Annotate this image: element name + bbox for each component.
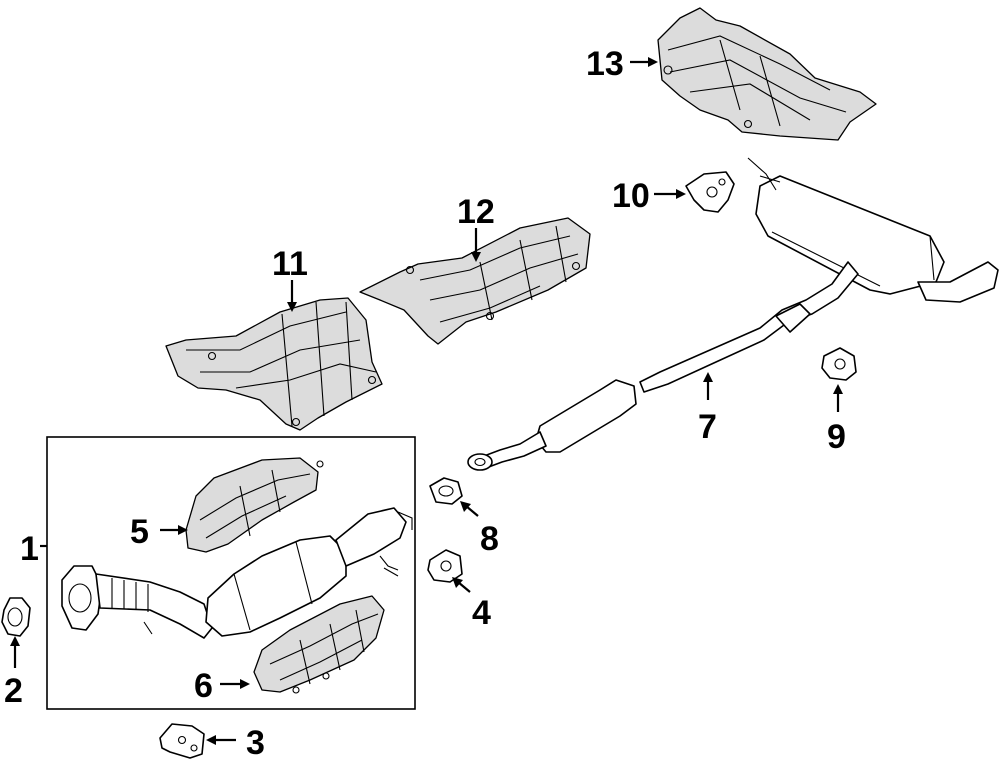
callout-4: 4 bbox=[472, 594, 491, 632]
callout-5: 5 bbox=[130, 513, 149, 551]
callout-3: 3 bbox=[246, 724, 265, 762]
callout-13: 13 bbox=[586, 45, 624, 83]
bracket-part-3[interactable] bbox=[159, 723, 205, 759]
callout-9: 9 bbox=[827, 418, 846, 456]
rubber-hanger-part-4[interactable] bbox=[427, 549, 463, 583]
gasket-part-2[interactable] bbox=[1, 597, 31, 637]
callout-1: 1 bbox=[20, 530, 39, 568]
callout-8: 8 bbox=[480, 520, 499, 558]
callout-2: 2 bbox=[4, 672, 23, 710]
hanger-bracket-part-10[interactable] bbox=[685, 171, 735, 213]
callout-7: 7 bbox=[698, 408, 717, 446]
callout-10: 10 bbox=[612, 177, 650, 215]
gasket-part-8[interactable] bbox=[429, 477, 463, 505]
catalytic-converter-assembly-box bbox=[46, 436, 416, 710]
callout-12: 12 bbox=[457, 193, 495, 231]
catalytic-converter-pipe[interactable] bbox=[61, 507, 413, 639]
heat-shield-rear-part-13[interactable] bbox=[657, 7, 877, 141]
leader-arrows bbox=[10, 57, 843, 745]
lower-heat-shield-part-6[interactable] bbox=[253, 595, 385, 694]
callout-11: 11 bbox=[272, 245, 308, 283]
rubber-hanger-part-9[interactable] bbox=[821, 347, 857, 381]
heat-shield-front-part-11[interactable] bbox=[165, 297, 383, 431]
exhaust-pipe-muffler-part-7[interactable] bbox=[467, 157, 999, 471]
heat-shield-center-part-12[interactable] bbox=[359, 217, 591, 345]
upper-heat-shield-part-5[interactable] bbox=[185, 457, 324, 553]
callout-6: 6 bbox=[194, 667, 213, 705]
